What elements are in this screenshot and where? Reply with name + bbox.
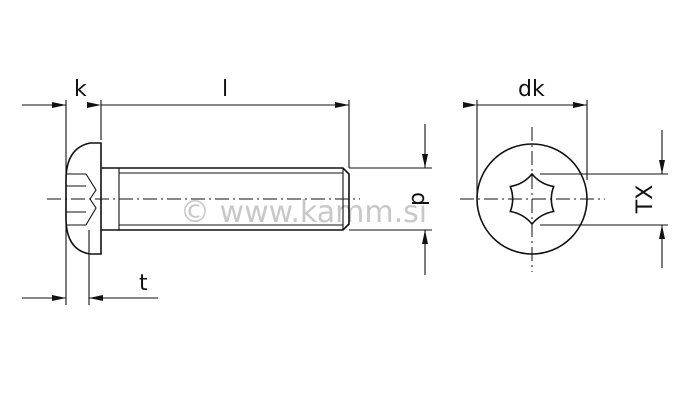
watermark: © www.kamm.si [180,195,427,230]
label-dk: dk [518,77,545,102]
end-view: dk TX [460,77,668,272]
label-l: l [222,77,228,102]
label-k: k [74,77,87,102]
label-tx: TX [633,185,658,215]
side-view: k l t d [22,77,432,305]
label-d: d [406,192,431,206]
label-t: t [139,271,148,296]
